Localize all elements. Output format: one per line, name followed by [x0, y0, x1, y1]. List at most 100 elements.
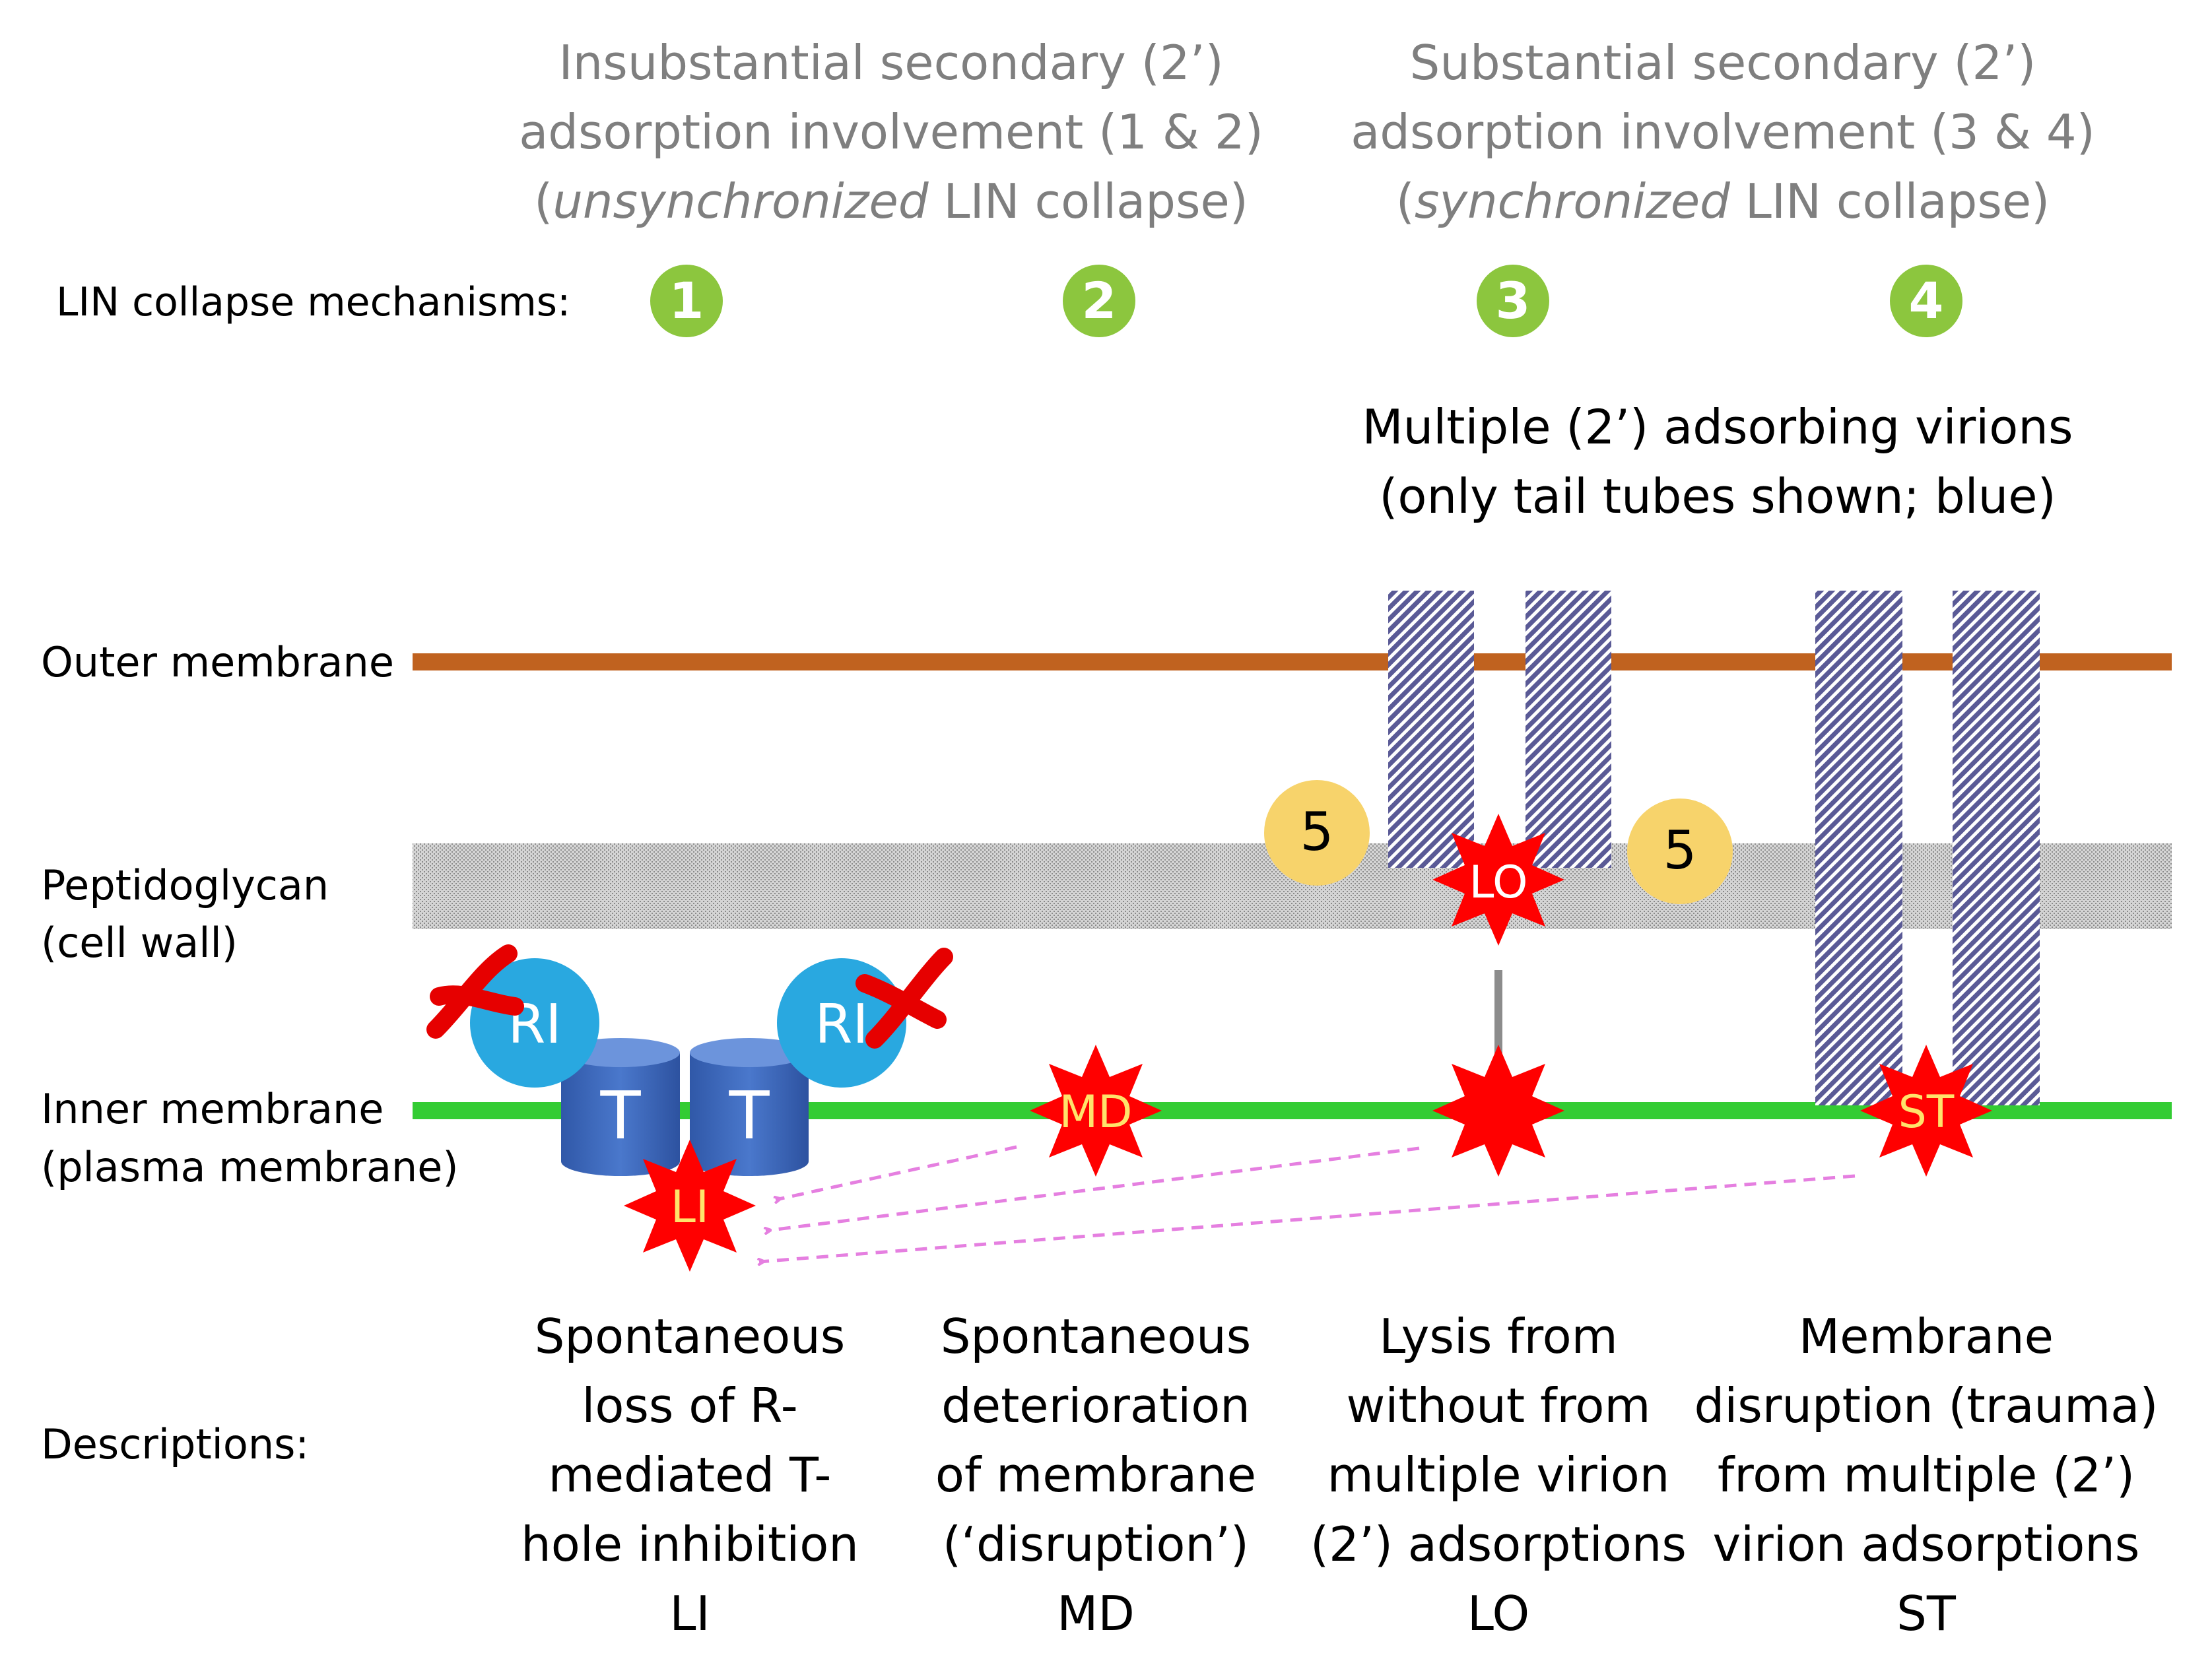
mechanism-badge-4: 4 — [1890, 265, 1962, 337]
description-lo-line3: multiple virion — [1327, 1447, 1670, 1503]
mechanism-badge-4-number: 4 — [1909, 271, 1944, 330]
descriptions-label: Descriptions: — [41, 1420, 309, 1468]
holin-t-left-body — [561, 1053, 680, 1176]
holin-t-right: T — [690, 1038, 809, 1176]
header-right-line2: adsorption involvement (3 & 4) — [1351, 104, 2095, 160]
description-st-line1: Membrane — [1799, 1309, 2054, 1364]
star-lo: LO — [1432, 814, 1564, 946]
description-li-line5: LI — [669, 1586, 710, 1641]
pink-arrow-st-to-li — [759, 1174, 1856, 1262]
header-left-rest: LIN collapse) — [929, 174, 1248, 229]
header-right: Substantial secondary (2’) adsorption in… — [1351, 35, 2095, 229]
mechanism-badge-3: 3 — [1477, 265, 1549, 337]
pink-arrow-md-to-li — [776, 1145, 1017, 1200]
five-badge-right: 5 — [1627, 799, 1733, 904]
cross-left-icon — [426, 944, 524, 1039]
description-md-line2: deterioration — [941, 1378, 1250, 1433]
header-left-italic: unsynchronized — [553, 174, 929, 229]
antiholin-ri-right-label: RI — [815, 993, 868, 1056]
antiholin-ri-left: RI — [426, 944, 599, 1088]
mechanism-badge-1-number: 1 — [669, 271, 704, 330]
description-md: Spontaneous deterioration of membrane (‘… — [935, 1309, 1256, 1641]
header-left-line3: (unsynchronized LIN collapse) — [534, 174, 1248, 229]
description-lo: Lysis from without from multiple virion … — [1310, 1309, 1687, 1641]
header-left: Insubstantial secondary (2’) adsorption … — [519, 35, 1263, 229]
header-left-line2: adsorption involvement (1 & 2) — [519, 104, 1263, 160]
header-right-italic: synchronized — [1415, 174, 1731, 229]
five-badge-left: 5 — [1264, 780, 1370, 886]
tail-tube-st-right — [1953, 591, 2040, 1105]
description-lo-line4: (2’) adsorptions — [1310, 1517, 1687, 1572]
description-st-line5: ST — [1896, 1586, 1957, 1641]
header-right-paren: ( — [1396, 174, 1415, 229]
peptidoglycan-label: Peptidoglycan — [41, 861, 329, 909]
header-right-rest: LIN collapse) — [1730, 174, 2050, 229]
description-li-line2: loss of R- — [582, 1378, 797, 1433]
star-lo-membrane — [1432, 1045, 1564, 1177]
description-md-line1: Spontaneous — [941, 1309, 1252, 1364]
five-badge-right-label: 5 — [1663, 820, 1697, 881]
five-badge-left-label: 5 — [1300, 801, 1334, 863]
description-li: Spontaneous loss of R- mediated T- hole … — [521, 1309, 859, 1641]
header-left-line1: Insubstantial secondary (2’) — [558, 35, 1223, 90]
holin-t-right-top — [690, 1038, 809, 1067]
outer-membrane-label: Outer membrane — [41, 638, 394, 686]
header-right-line3: (synchronized LIN collapse) — [1396, 174, 2050, 229]
mechanism-badge-2: 2 — [1063, 265, 1135, 337]
mechanism-badge-3-circle — [1477, 265, 1549, 337]
mechanism-badge-1-circle — [650, 265, 723, 337]
mechanism-badge-4-circle — [1890, 265, 1962, 337]
star-md: MD — [1030, 1045, 1162, 1177]
inner-membrane-sublabel: (plasma membrane) — [41, 1143, 459, 1191]
description-st-line3: from multiple (2’) — [1718, 1447, 2135, 1503]
mechanisms-label: LIN collapse mechanisms: — [56, 279, 570, 325]
outer-membrane-line — [413, 653, 2172, 670]
inner-membrane-label: Inner membrane — [41, 1085, 384, 1133]
mechanism-badge-1: 1 — [650, 265, 723, 337]
description-st: Membrane disruption (trauma) from multip… — [1694, 1309, 2159, 1641]
tail-tube-lo-left — [1388, 591, 1474, 868]
header-left-paren: ( — [534, 174, 553, 229]
holin-t-left: T — [561, 1038, 680, 1176]
holin-t-right-body — [690, 1053, 809, 1176]
peptidoglycan-sublabel: (cell wall) — [41, 919, 238, 967]
holin-t-left-label: T — [599, 1077, 641, 1154]
description-md-line4: (‘disruption’) — [943, 1517, 1249, 1572]
five-badge-right-circle — [1627, 799, 1733, 904]
star-li-label: LI — [671, 1181, 709, 1233]
description-lo-line1: Lysis from — [1379, 1309, 1618, 1364]
cross-right-icon — [855, 948, 953, 1049]
tail-tube-lo-right — [1525, 591, 1611, 868]
star-st-label: ST — [1898, 1086, 1955, 1138]
description-st-line2: disruption (trauma) — [1694, 1378, 2159, 1433]
description-li-line4: hole inhibition — [521, 1517, 859, 1572]
star-st: ST — [1860, 1045, 1992, 1177]
star-li-shape — [624, 1140, 756, 1272]
mechanism-badge-2-circle — [1063, 265, 1135, 337]
virions-note-line1: Multiple (2’) adsorbing virions — [1362, 399, 2073, 455]
description-li-line3: mediated T- — [549, 1447, 832, 1503]
holin-t-right-label: T — [728, 1077, 770, 1154]
star-st-shape — [1860, 1045, 1992, 1177]
star-lo-shape — [1432, 814, 1564, 946]
antiholin-ri-left-circle — [470, 958, 599, 1088]
antiholin-ri-right: RI — [777, 948, 953, 1088]
star-md-shape — [1030, 1045, 1162, 1177]
pink-arrow-lo-to-li — [766, 1146, 1420, 1231]
description-md-line5: MD — [1057, 1586, 1135, 1641]
header-right-line1: Substantial secondary (2’) — [1410, 35, 2036, 90]
description-li-line1: Spontaneous — [535, 1309, 846, 1364]
five-badge-left-circle — [1264, 780, 1370, 886]
virions-note-line2: (only tail tubes shown; blue) — [1379, 469, 2056, 524]
mechanism-badge-3-number: 3 — [1496, 271, 1531, 330]
mechanism-badge-2-number: 2 — [1082, 271, 1117, 330]
star-lo-membrane-shape — [1432, 1045, 1564, 1177]
star-md-label: MD — [1059, 1086, 1132, 1138]
tail-tube-st-left — [1815, 591, 1902, 1105]
star-li: LI — [624, 1140, 756, 1272]
description-lo-line2: without from — [1346, 1378, 1650, 1433]
description-st-line4: virion adsorptions — [1713, 1517, 2140, 1572]
star-lo-label: LO — [1469, 857, 1528, 909]
description-md-line3: of membrane — [935, 1447, 1256, 1503]
